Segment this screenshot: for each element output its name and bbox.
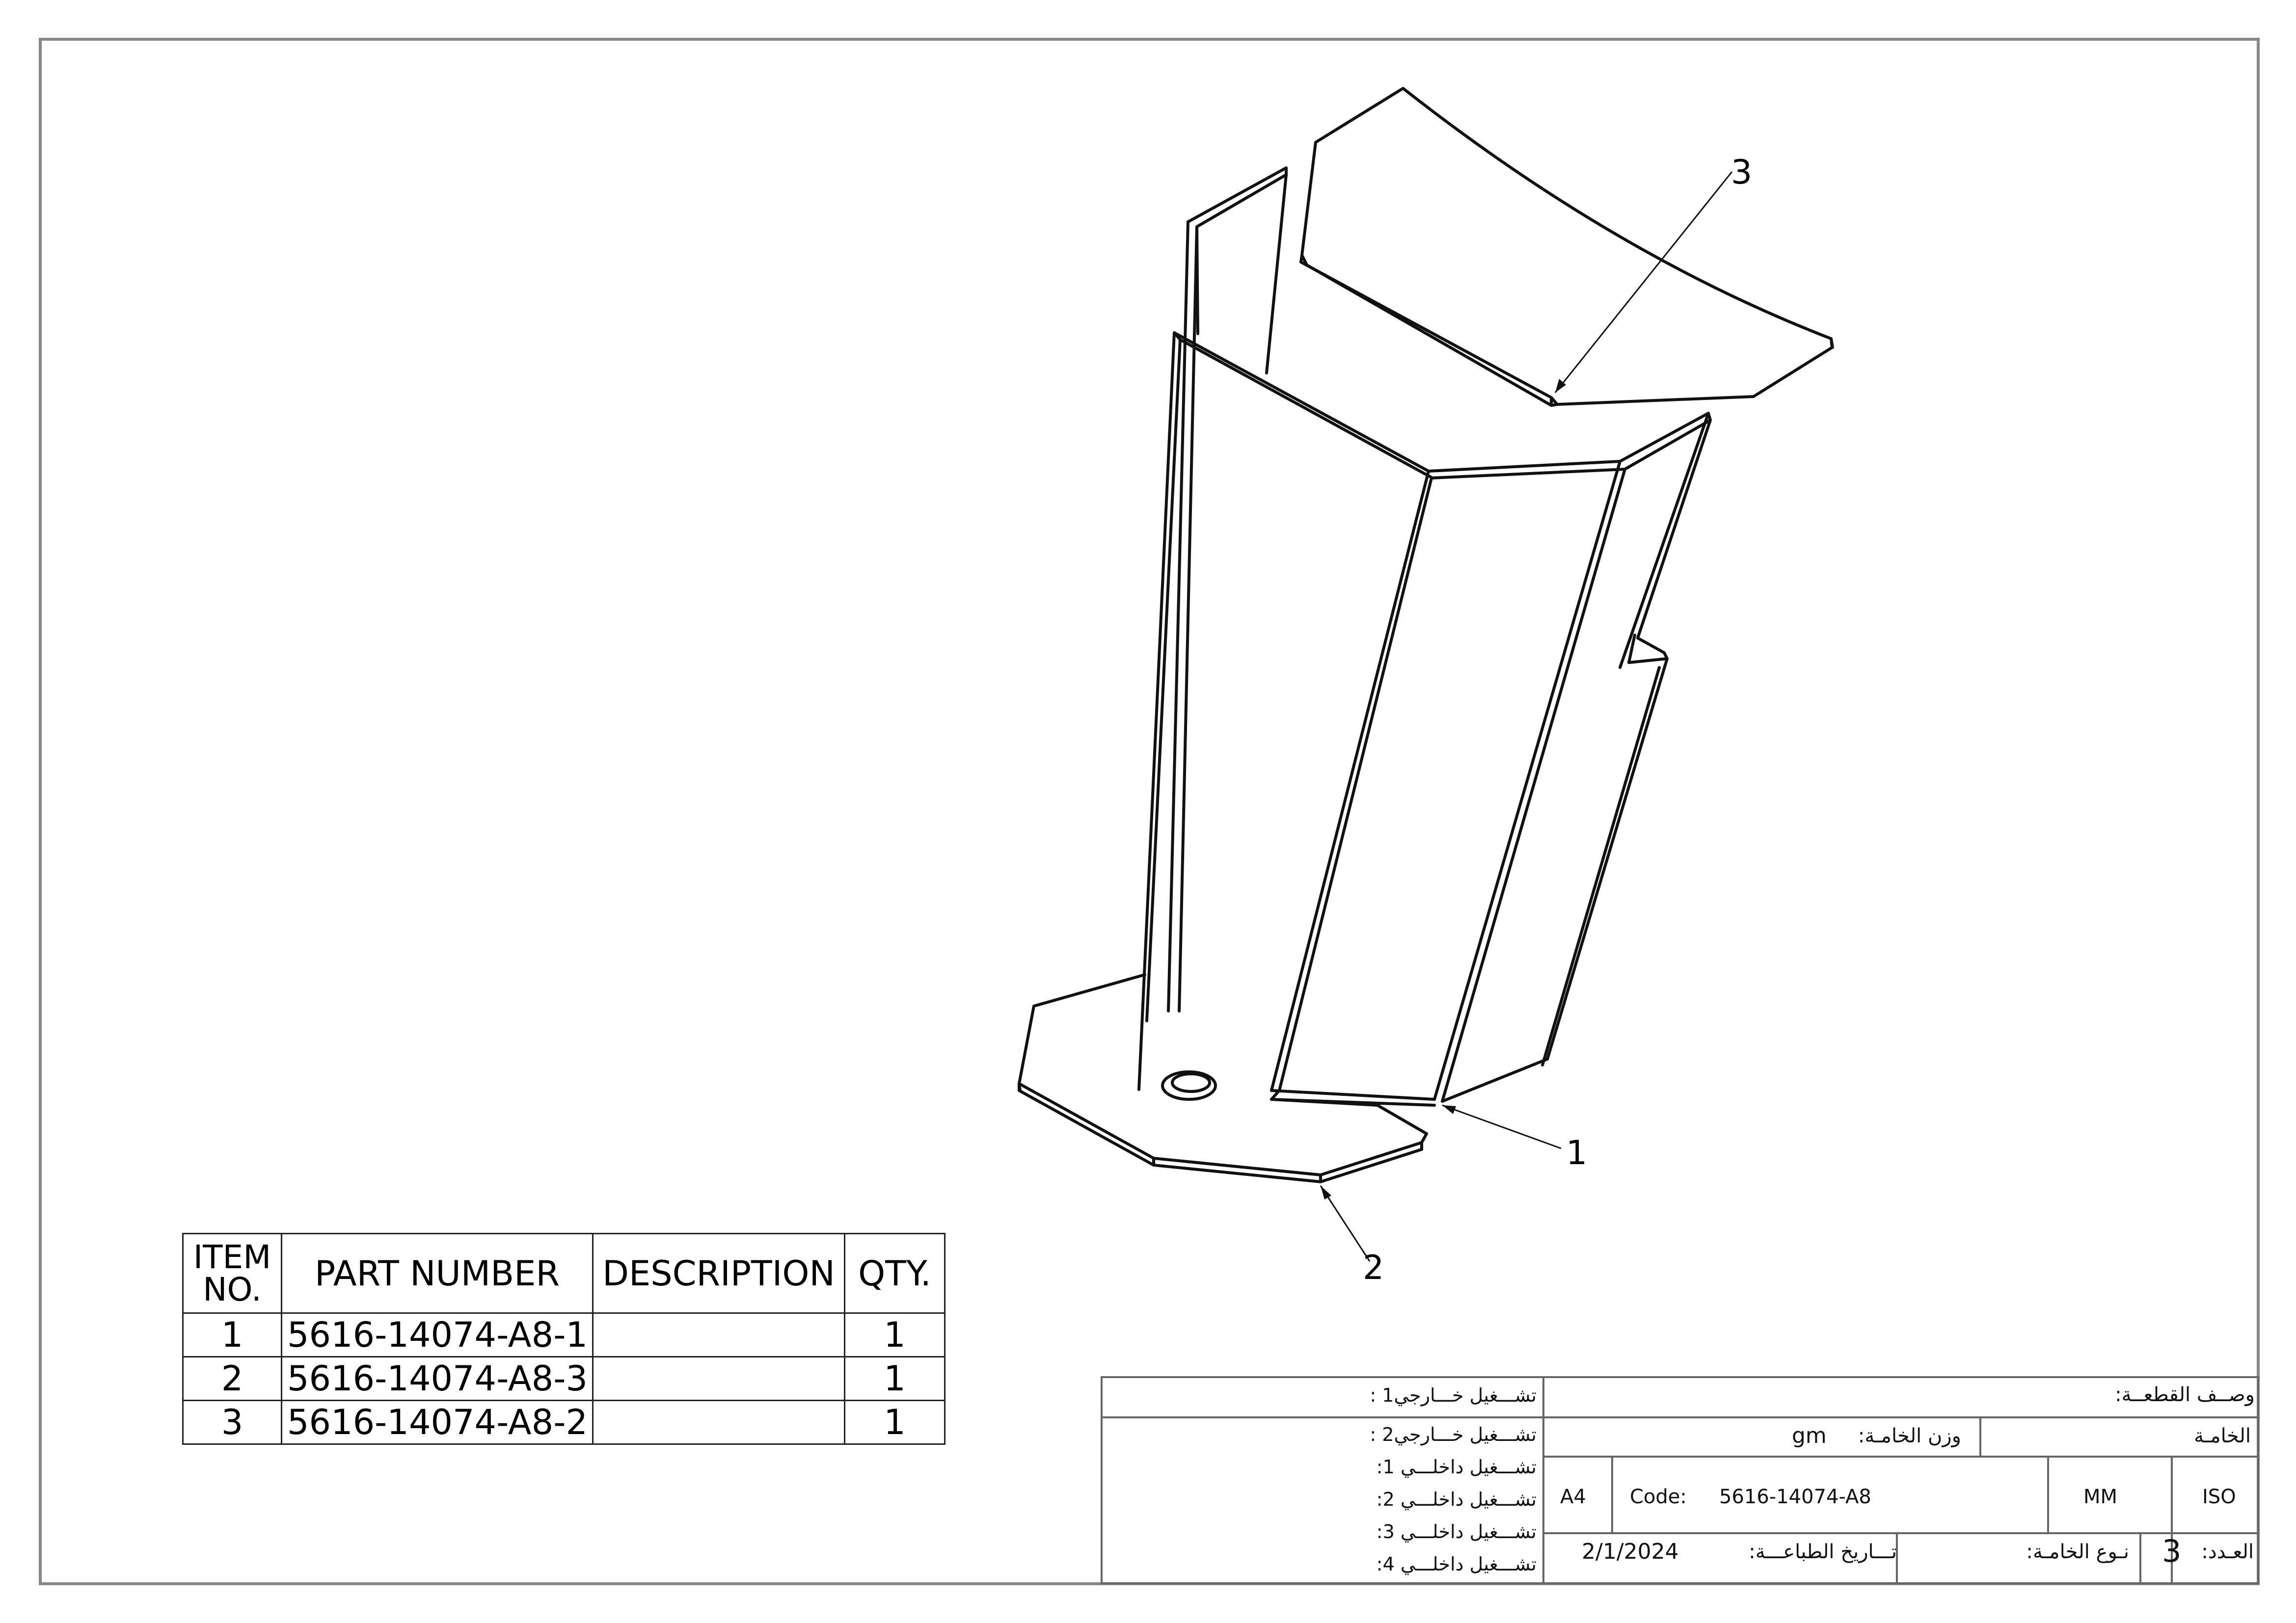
bom-cell-qty: 1 [844, 1312, 945, 1357]
material-type-label: نـوع الخامـة: [2026, 1541, 2129, 1563]
weight-unit: gm [1792, 1423, 1827, 1448]
bom-cell-qty: 1 [844, 1356, 945, 1401]
balloon-item-3: 3 [1731, 153, 1753, 192]
bom-cell-desc [592, 1356, 845, 1401]
internal-operation-4: تشـــغيل داخلـــي 4: [1376, 1553, 1537, 1575]
base-plate [1018, 973, 1428, 1183]
internal-operation-3: تشـــغيل داخلـــي 3: [1376, 1521, 1537, 1543]
bom-header-description: DESCRIPTION [592, 1233, 845, 1314]
print-date-label: تـــاريخ الطباعـــة: [1749, 1541, 1897, 1563]
material-weight-label: وزن الخامـة: [1858, 1425, 1961, 1447]
print-date: 2/1/2024 [1582, 1539, 1679, 1564]
quantity-value: 3 [2162, 1533, 2182, 1569]
quantity-label: العـدد: [2201, 1541, 2254, 1563]
bent-body [1137, 166, 1712, 1107]
bom-header-qty: QTY. [844, 1233, 945, 1314]
bom-cell-item: 2 [182, 1356, 282, 1401]
sheet-size: A4 [1560, 1486, 1586, 1508]
balloon-item-1: 1 [1566, 1134, 1588, 1172]
external-operation-2: تشـــغيل خـــارجي2 : [1370, 1424, 1537, 1445]
internal-operation-1: تشـــغيل داخلـــي 1: [1376, 1456, 1537, 1478]
standard: ISO [2202, 1486, 2236, 1508]
table-row: 1 5616-14074-A8-1 1 [182, 1312, 945, 1357]
code-value: 5616-14074-A8 [1719, 1486, 1871, 1508]
curved-top-plate [1299, 87, 1834, 407]
base-plate-hole [1161, 1070, 1217, 1101]
bom-cell-desc [592, 1400, 845, 1445]
bom-cell-part: 5616-14074-A8-1 [281, 1312, 594, 1357]
leader-arrowheads [1321, 379, 1566, 1199]
material-label: الخامـة [2194, 1425, 2251, 1447]
bom-header-item-no: ITEM NO. [182, 1233, 282, 1314]
title-block-frame [1101, 1376, 2259, 1584]
bom-cell-item: 3 [182, 1400, 282, 1445]
units: MM [2083, 1486, 2118, 1508]
balloon-leaders [1320, 171, 1733, 1262]
bom-cell-qty: 1 [844, 1400, 945, 1445]
bom-cell-item: 1 [182, 1312, 282, 1357]
bom-cell-part: 5616-14074-A8-3 [281, 1356, 594, 1401]
bom-cell-desc [592, 1312, 845, 1357]
bom-cell-part: 5616-14074-A8-2 [281, 1400, 594, 1445]
isometric-view [1018, 87, 1834, 1183]
part-description-label: وصــف القطعــة: [2115, 1384, 2255, 1406]
external-operation-1: تشـــغيل خـــارجي1 : [1370, 1384, 1537, 1406]
internal-operation-2: تشـــغيل داخلـــي 2: [1376, 1489, 1537, 1510]
balloon-item-2: 2 [1363, 1249, 1384, 1287]
table-row: 3 5616-14074-A8-2 1 [182, 1400, 945, 1445]
table-row: 2 5616-14074-A8-3 1 [182, 1356, 945, 1401]
bom-header-row: ITEM NO. PART NUMBER DESCRIPTION QTY. [182, 1233, 945, 1314]
code-label: Code: [1630, 1486, 1687, 1508]
bom-header-part-number: PART NUMBER [281, 1233, 594, 1314]
bill-of-materials-table: ITEM NO. PART NUMBER DESCRIPTION QTY. 1 … [182, 1233, 945, 1445]
